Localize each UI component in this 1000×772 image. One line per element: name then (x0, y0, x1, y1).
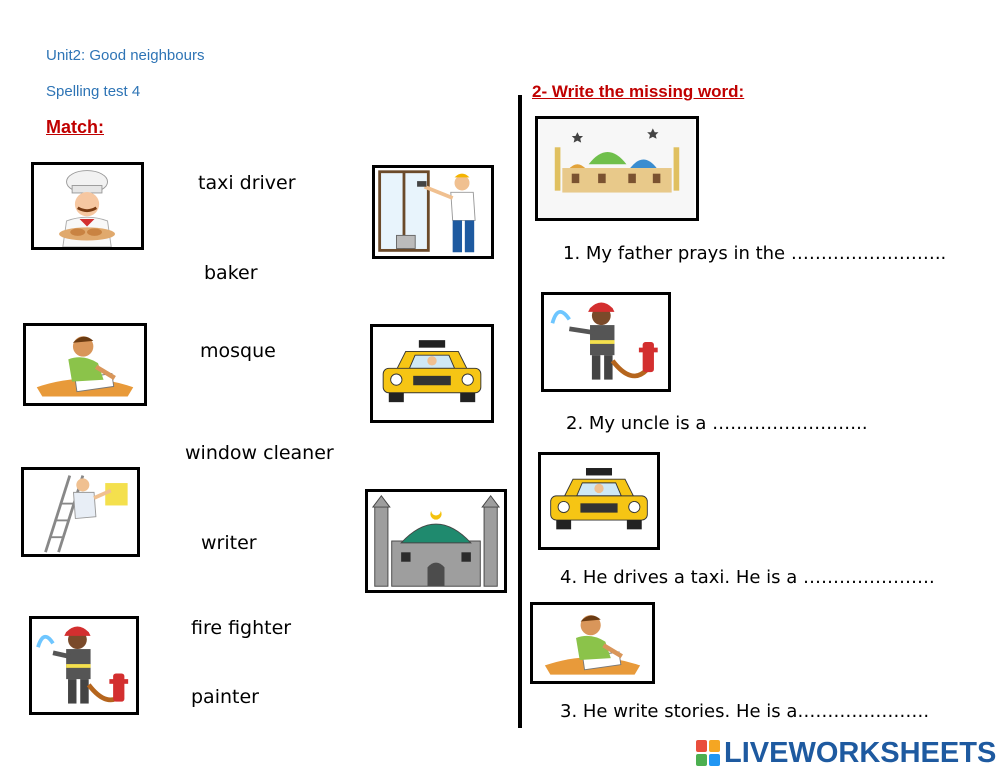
writer-icon (535, 605, 650, 681)
liveworksheets-logo[interactable]: LIVEWORKSHEETS (696, 737, 996, 769)
sentence-2: 2. My uncle is a …………………….. (566, 413, 868, 434)
unit-title: Unit2: Good neighbours (46, 47, 205, 64)
writer-icon (27, 326, 143, 403)
missing-word-title: 2- Write the missing word: (532, 82, 745, 101)
fire-fighter-icon (544, 295, 668, 389)
word-taxi-driver[interactable]: taxi driver (198, 172, 296, 194)
fire-fighter-picture (29, 616, 139, 715)
mosque-picture (365, 489, 507, 593)
window-cleaner-icon (375, 168, 491, 256)
sentence-4: 4. He drives a taxi. He is a …………………. (560, 567, 935, 588)
window-cleaner-picture (372, 165, 494, 259)
painter-picture (21, 467, 140, 557)
writer-picture (23, 323, 147, 406)
taxi-icon (541, 455, 657, 547)
word-mosque[interactable]: mosque (200, 340, 276, 362)
liveworksheets-brand: LIVEWORKSHEETS (724, 736, 997, 769)
section-divider (518, 95, 522, 728)
sentence-1: 1. My father prays in the …………………….. (563, 243, 947, 264)
fire-fighter-icon (32, 619, 136, 712)
word-writer[interactable]: writer (201, 532, 257, 554)
fire-fighter-small-picture (541, 292, 671, 392)
liveworksheets-logo-icon (696, 740, 720, 766)
word-window-cleaner[interactable]: window cleaner (185, 442, 334, 464)
mosque-icon (369, 492, 503, 590)
test-title: Spelling test 4 (46, 83, 141, 100)
match-title: Match: (46, 117, 104, 137)
taxi-icon (373, 327, 491, 420)
writer-small-picture (530, 602, 655, 684)
word-fire-fighter[interactable]: fire fighter (191, 617, 292, 639)
baker-icon (34, 165, 141, 247)
painter-icon (24, 470, 137, 554)
sentence-3: 3. He write stories. He is a…………………. (560, 701, 930, 722)
mosque-small-picture (535, 116, 699, 221)
taxi-small-picture (538, 452, 660, 550)
taxi-driver-picture (370, 324, 494, 423)
baker-picture (31, 162, 144, 250)
mosque-icon (539, 119, 695, 218)
word-baker[interactable]: baker (204, 262, 258, 284)
word-painter[interactable]: painter (191, 686, 259, 708)
